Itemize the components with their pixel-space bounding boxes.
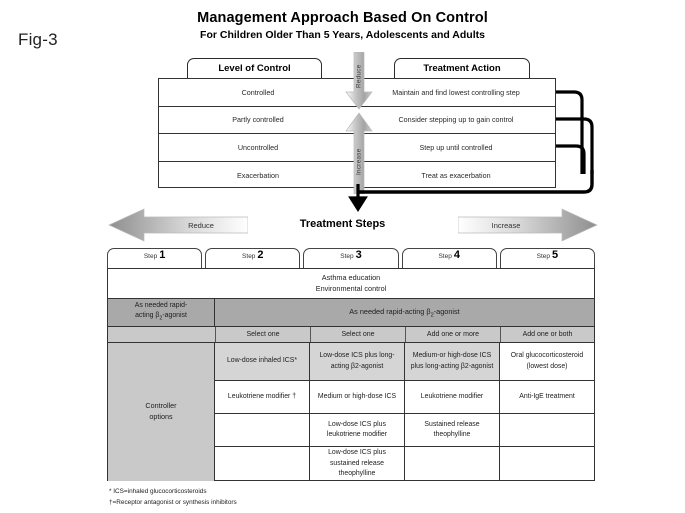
step-tab-number: 2 — [257, 249, 264, 261]
rapid-left-line2-post: -agonist — [162, 312, 187, 320]
option-cell: Medium or high-dose ICS — [310, 381, 404, 414]
controller-options-label: Controller options — [108, 343, 215, 481]
control-action: Step up until controlled — [419, 142, 493, 152]
option-cell — [500, 414, 594, 447]
step-tab-3[interactable]: Step 3 — [303, 248, 399, 268]
controller-options-body: Controller options Low-dose inhaled ICS*… — [108, 343, 594, 481]
select-header-step5: Add one or both — [500, 327, 594, 342]
option-cell: Low-dose inhaled ICS* — [215, 343, 309, 381]
control-action: Maintain and find lowest controlling ste… — [392, 87, 520, 97]
controller-label-line1: Controller — [145, 401, 177, 411]
control-level: Partly controlled — [232, 115, 284, 125]
option-cell: Low-dose ICS plus long-acting β2-agonist — [310, 343, 404, 381]
option-cell — [405, 447, 499, 481]
treatment-table: Asthma education Environmental control A… — [107, 268, 595, 481]
reduce-arrow-down-icon: Reduce — [345, 51, 373, 110]
option-cell: Medium-or high-dose ICS plus long-acting… — [405, 343, 499, 381]
rapid-left-line2-pre: acting β — [135, 312, 160, 320]
step-tab-word: Step — [536, 253, 551, 260]
education-line-2: Environmental control — [315, 283, 387, 293]
option-cell: Leukotriene modifier † — [215, 381, 309, 414]
reduce-arrow-label: Reduce — [355, 64, 363, 88]
increase-arrow-right-icon: Increase — [457, 208, 598, 242]
select-instruction-row: Select one Select one Add one or more Ad… — [108, 327, 594, 343]
step-tab-word: Step — [143, 253, 158, 260]
step-tab-number: 1 — [159, 249, 166, 261]
option-column-step4: Medium-or high-dose ICS plus long-acting… — [405, 343, 500, 481]
step-tab-number: 5 — [552, 249, 559, 261]
svg-text:Increase: Increase — [492, 221, 521, 230]
option-column-step3: Low-dose ICS plus long-acting β2-agonist… — [310, 343, 405, 481]
step-tab-number: 4 — [453, 249, 460, 261]
footnotes: * ICS=inhaled glucocorticosteroids †=Rec… — [109, 487, 509, 508]
step-tab-5[interactable]: Step 5 — [499, 248, 596, 268]
education-line-1: Asthma education — [321, 272, 381, 282]
treatment-steps-title: Treatment Steps — [299, 218, 386, 230]
reduce-arrow-left-icon: Reduce — [108, 208, 249, 242]
feedback-connector-bracket — [348, 78, 610, 212]
rapid-left-sub: 2 — [159, 315, 163, 322]
increase-arrow-up-icon: Increase — [345, 112, 373, 195]
option-column-step2: Low-dose inhaled ICS* Leukotriene modifi… — [215, 343, 310, 481]
rapid-acting-steps2to5-cell: As needed rapid-acting β2-agonist — [215, 299, 594, 326]
option-cell: Low-dose ICS plus sustained release theo… — [328, 449, 386, 478]
option-cell — [500, 447, 594, 481]
step-tab-2[interactable]: Step 2 — [205, 248, 301, 268]
figure-label: Fig-3 — [18, 30, 58, 49]
control-action: Treat as exacerbation — [421, 170, 491, 180]
step-tabs: Step 1 Step 2 Step 3 Step 4 Step 5 — [107, 248, 596, 268]
step-tab-4[interactable]: Step 4 — [401, 248, 497, 268]
control-level: Controlled — [241, 87, 275, 97]
select-header-step3: Select one — [310, 327, 405, 342]
rapid-acting-row: As needed rapid- acting β2-agonist As ne… — [108, 299, 594, 327]
select-header-step2: Select one — [215, 327, 310, 342]
option-cell: Low-dose ICS plus leukotriene modifier — [310, 414, 404, 447]
footnote-line-1: * ICS=inhaled glucocorticosteroids — [109, 488, 207, 495]
rapid-right-pre: As needed rapid-acting β — [349, 306, 431, 316]
select-row-spacer — [108, 327, 215, 342]
control-row: Exacerbation Treat as exacerbation — [159, 162, 555, 190]
option-cell: Leukotriene modifier — [405, 381, 499, 414]
level-of-control-header: Level of Control — [187, 58, 322, 78]
option-cell: Sustained release theophylline — [405, 414, 499, 447]
svg-text:Reduce: Reduce — [188, 221, 214, 230]
select-header-step4: Add one or more — [405, 327, 500, 342]
rapid-right-sub: 2 — [430, 312, 434, 319]
footnote-line-2: †=Receptor antagonist or synthesis inhib… — [109, 498, 237, 506]
asthma-education-row: Asthma education Environmental control — [108, 269, 594, 299]
option-cell: Anti-IgE treatment — [500, 381, 594, 414]
treatment-action-header: Treatment Action — [394, 58, 530, 78]
controller-label-line2: options — [149, 412, 173, 421]
option-cell — [215, 447, 309, 481]
step-tab-number: 3 — [355, 249, 362, 261]
rapid-right-post: -agonist — [433, 306, 460, 316]
step-tab-word: Step — [242, 253, 256, 260]
control-level: Exacerbation — [237, 170, 279, 180]
rapid-acting-step1-cell: As needed rapid- acting β2-agonist — [108, 299, 215, 326]
option-cell — [215, 414, 309, 447]
step-tab-1[interactable]: Step 1 — [107, 248, 203, 268]
page-title: Management Approach Based On Control — [197, 10, 488, 26]
step-tab-word: Step — [340, 253, 354, 260]
page-subtitle: For Children Older Than 5 Years, Adolesc… — [200, 29, 485, 41]
control-level: Uncontrolled — [237, 142, 279, 152]
option-cell: Oral glucocorticosteroid (lowest dose) — [500, 343, 594, 381]
option-column-step5: Oral glucocorticosteroid (lowest dose) A… — [500, 343, 594, 481]
control-action: Consider stepping up to gain control — [398, 115, 514, 125]
rapid-left-line1: As needed rapid- — [134, 302, 188, 310]
step-tab-word: Step — [438, 253, 452, 260]
